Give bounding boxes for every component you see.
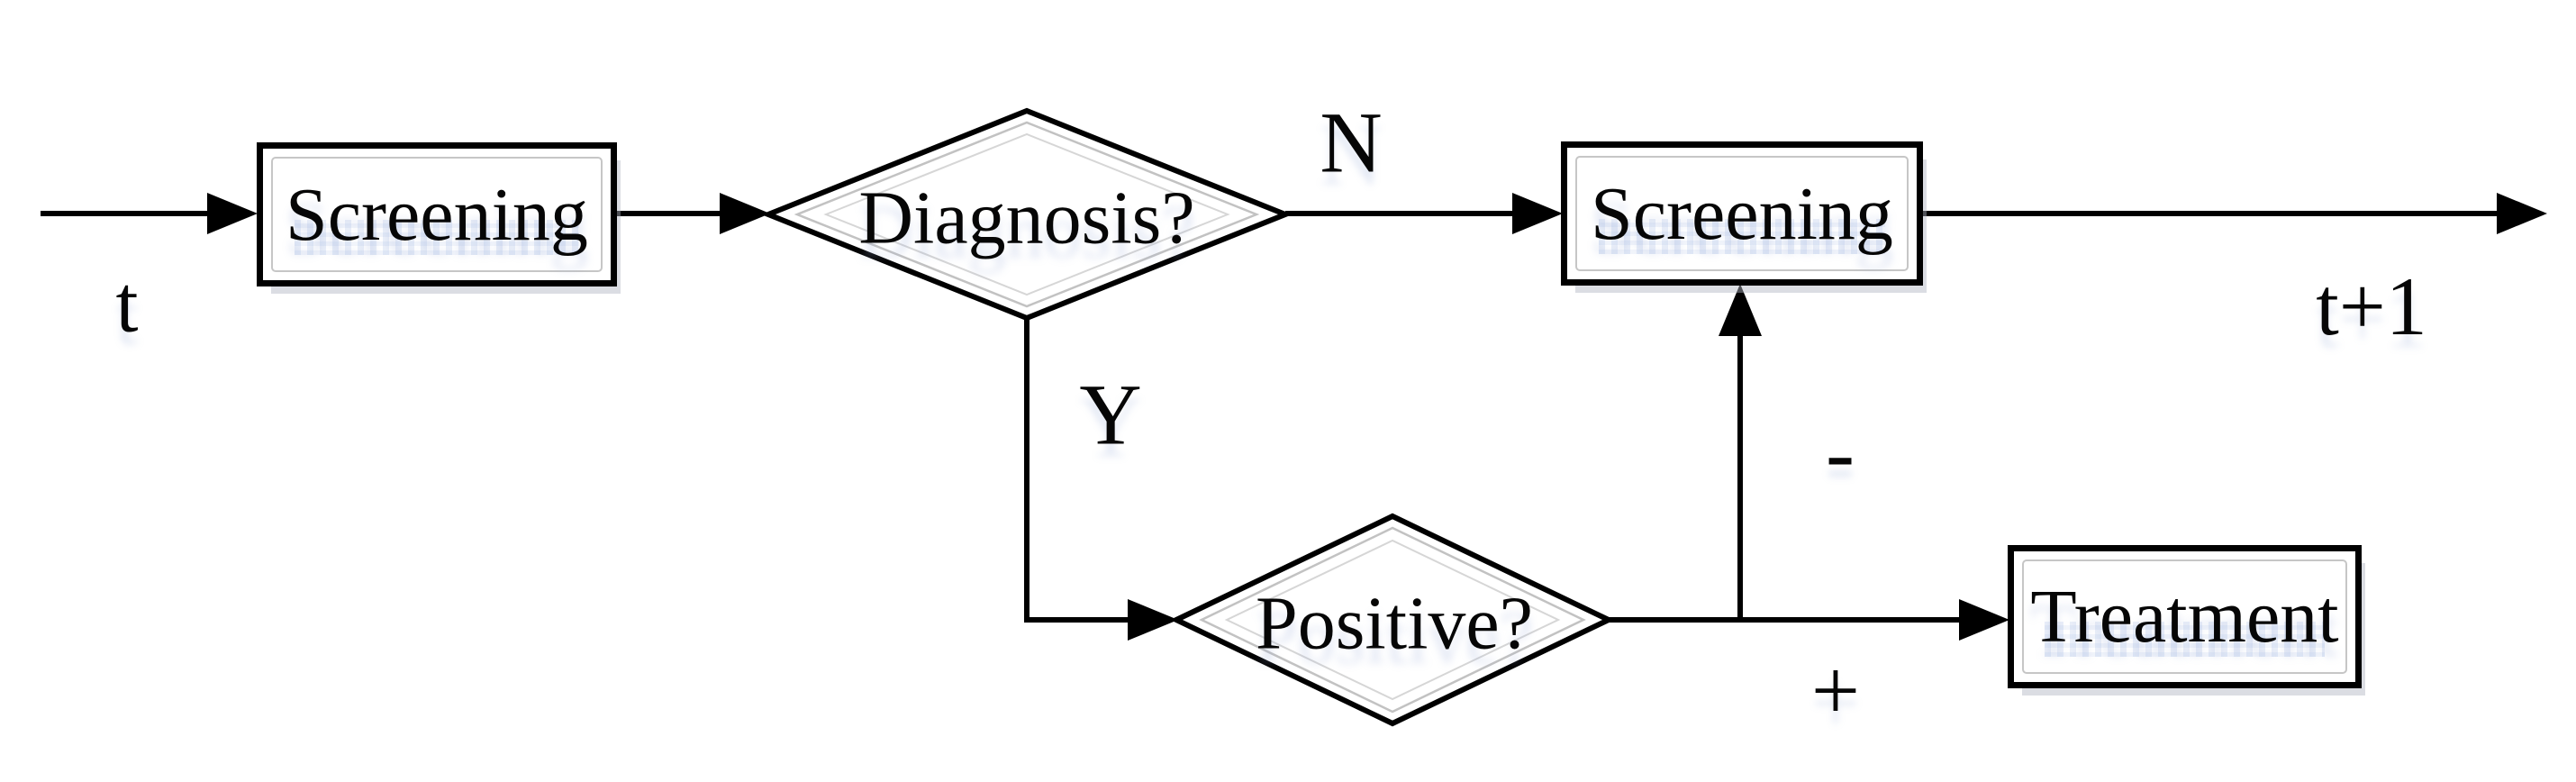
edge-label-minus: - (1826, 404, 1855, 501)
edge-label-plus: + (1810, 641, 1861, 739)
edge-label-y: Y (1079, 366, 1142, 463)
diagnosis-diamond-echo-outline (794, 121, 1260, 308)
node-screening-t-label: Screening (286, 172, 588, 257)
edge-diagnosis-to-positive (1024, 315, 1131, 623)
node-positive-label: Positive? (1256, 581, 1533, 666)
arrowhead-into-diagnosis (720, 193, 770, 234)
arrowhead-into-treatment (1959, 599, 2009, 641)
positive-diamond-echo-outline (1199, 526, 1586, 714)
node-screening-t: Screening (257, 142, 617, 286)
edge-label-t-plus-1: t+1 (2316, 260, 2427, 352)
node-treatment-label: Treatment (2030, 575, 2339, 659)
node-screening-t1-label: Screening (1591, 171, 1893, 256)
arrowhead-into-screening-t1 (1512, 193, 1563, 234)
diagnosis-diamond-echo-outline-2 (823, 132, 1230, 296)
arrowhead-into-screening-t (207, 193, 258, 234)
arrowhead-up-into-screening-t1 (1719, 284, 1762, 336)
node-diagnosis-label: Diagnosis? (858, 176, 1195, 260)
arrowhead-to-end (2497, 193, 2547, 234)
arrowhead-into-positive (1128, 599, 1178, 641)
positive-diamond-echo-outline-2 (1224, 539, 1561, 701)
edge-label-n: N (1320, 94, 1383, 191)
node-treatment: Treatment (2008, 545, 2362, 688)
node-screening-t1: Screening (1561, 141, 1923, 286)
edge-label-t: t (115, 259, 139, 350)
